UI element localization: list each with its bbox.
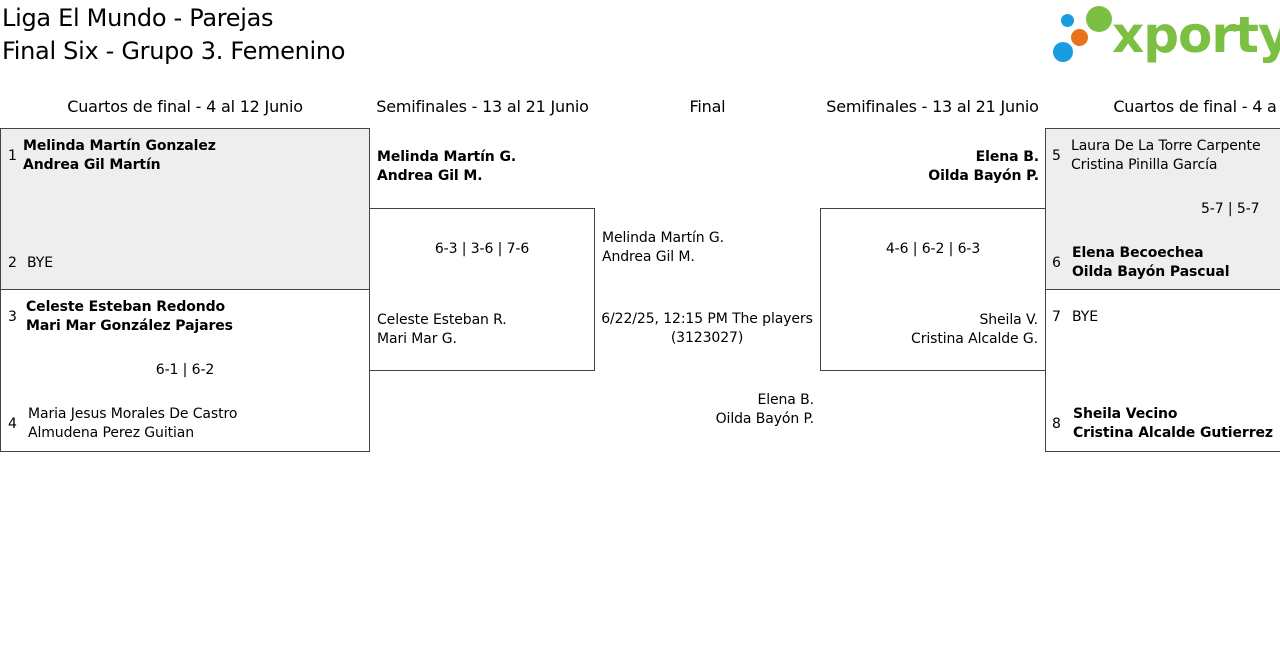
seed-number: 3	[8, 309, 17, 325]
match-quarterfinal-2[interactable]: 3 Celeste Esteban Redondo Mari Mar Gonzá…	[0, 289, 370, 452]
player-name: Mari Mar González Pajares	[26, 318, 233, 334]
header-semifinals-left: Semifinales - 13 al 21 Junio	[376, 97, 589, 116]
header-quarterfinals-left: Cuartos de final - 4 al 12 Junio	[67, 97, 303, 116]
match-score: 6-1 | 6-2	[155, 362, 215, 378]
player-name: Almudena Perez Guitian	[28, 425, 195, 441]
player-name: Maria Jesus Morales De Castro	[28, 406, 238, 422]
match-score: 5-7 | 5-7	[1201, 201, 1260, 217]
player-name: BYE	[27, 255, 53, 271]
match-quarterfinal-1[interactable]: 1 Melinda Martín Gonzalez Andrea Gil Mar…	[0, 128, 370, 290]
player-name: Elena B.	[975, 149, 1039, 165]
match-semifinal-left[interactable]: 6-3 | 3-6 | 7-6 Celeste Esteban R. Mari …	[369, 208, 595, 371]
match-semifinal-right[interactable]: 4-6 | 6-2 | 6-3 Sheila V. Cristina Alcal…	[820, 208, 1046, 371]
player-name: Cristina Alcalde G.	[911, 331, 1038, 347]
match-quarterfinal-3[interactable]: 5 Laura De La Torre Carpente Cristina Pi…	[1045, 128, 1280, 290]
seed-number: 6	[1052, 255, 1061, 271]
seed-number: 2	[8, 255, 17, 271]
player-name: Cristina Pinilla García	[1071, 157, 1218, 173]
player-name: Cristina Alcalde Gutierrez	[1073, 425, 1273, 441]
player-name: Melinda Martín G.	[602, 230, 724, 246]
player-name: Oilda Bayón Pascual	[1072, 264, 1230, 280]
player-name: Oilda Bayón P.	[928, 168, 1039, 184]
player-name: Elena B.	[757, 392, 814, 408]
player-name: Celeste Esteban R.	[377, 312, 507, 328]
match-score: 6-3 | 3-6 | 7-6	[434, 241, 530, 257]
xporty-logo[interactable]: xporty	[1050, 2, 1280, 68]
seed-number: 8	[1052, 416, 1061, 432]
player-name: Melinda Martín G.	[377, 149, 517, 165]
match-score: 4-6 | 6-2 | 6-3	[885, 241, 981, 257]
header-semifinals-right: Semifinales - 13 al 21 Junio	[826, 97, 1039, 116]
seed-number: 4	[8, 416, 17, 432]
page-title: Liga El Mundo - Parejas	[2, 4, 274, 32]
player-name: Andrea Gil M.	[377, 168, 483, 184]
header-quarterfinals-right: Cuartos de final - 4 a	[1113, 97, 1277, 116]
player-name: Andrea Gil Martín	[23, 157, 161, 173]
logo-dot-blue-small-icon	[1061, 14, 1074, 27]
player-name: Mari Mar G.	[377, 331, 457, 347]
player-name: Sheila V.	[979, 312, 1038, 328]
player-name: Melinda Martín Gonzalez	[23, 138, 216, 154]
player-name: Sheila Vecino	[1073, 406, 1178, 422]
player-name: Elena Becoechea	[1072, 245, 1204, 261]
player-name: Celeste Esteban Redondo	[26, 299, 226, 315]
player-name: Laura De La Torre Carpente	[1071, 138, 1261, 154]
seed-number: 5	[1052, 148, 1061, 164]
logo-text: xporty	[1112, 6, 1280, 64]
header-final: Final	[689, 97, 726, 116]
final-match-info: 6/22/25, 12:15 PM The players (3123027)	[601, 311, 813, 346]
player-name: BYE	[1072, 309, 1098, 325]
seed-number: 7	[1052, 309, 1061, 325]
logo-dot-blue-large-icon	[1053, 42, 1073, 62]
page-subtitle: Final Six - Grupo 3. Femenino	[2, 37, 346, 65]
seed-number: 1	[8, 148, 17, 164]
logo-dot-green-icon	[1086, 6, 1112, 32]
player-name: Andrea Gil M.	[602, 249, 695, 265]
match-quarterfinal-4[interactable]: 7 BYE 8 Sheila Vecino Cristina Alcalde G…	[1045, 289, 1280, 452]
logo-dot-orange-icon	[1071, 29, 1088, 46]
player-name: Oilda Bayón P.	[715, 411, 814, 427]
